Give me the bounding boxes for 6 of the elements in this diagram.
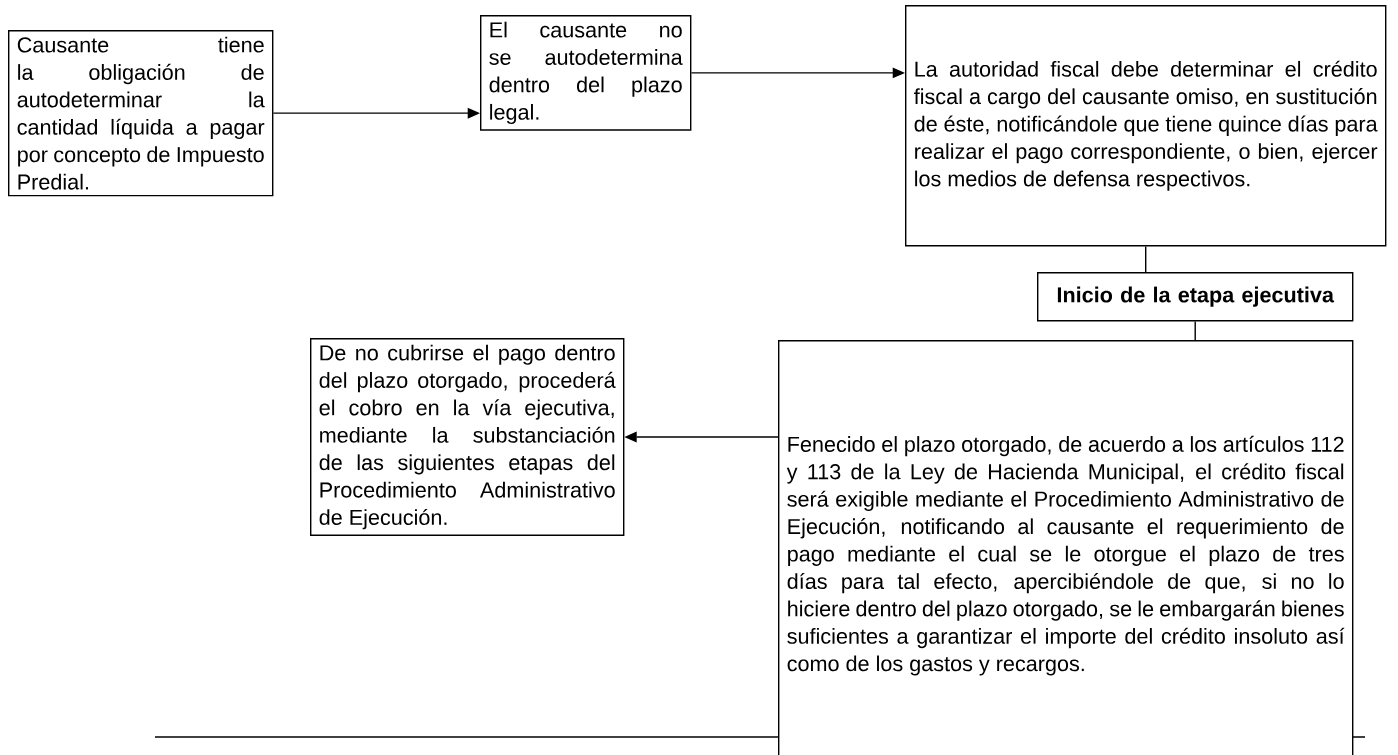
process-box: El causante no se autodetermina dentro del plazo legal.: [480, 15, 692, 131]
process-box: La autoridad fiscal debe determinar el crédito fiscal a cargo del causante omiso, en sustitución de éste, notificándole que tiene quince días para realizar el pago correspondiente, o bien, ejercer los medios de defensa respectivos.: [905, 5, 1387, 247]
process-box: De no cubrirse el pago dentro del plazo otorgado, procederá el cobro en la vía ejecutiva, mediante la substanciación de las siguientes etapas del Procedimiento Administrativo de Ejecución.: [310, 338, 625, 537]
process-box: Fenecido el plazo otorgado, de acuerdo a los artículos 112 y 113 de la Ley de Hacienda Municipal, el crédito fiscal será exigible mediante el Procedimiento Administrativo de Ejecución, notificando al causante el requerimiento de pago mediante el cual se le otorgue el plazo de tres días para tal efecto, apercibiéndole de que, si no lo hiciere dentro del plazo otorgado, se le embargarán bienes suficientes a garantizar el importe del crédito insoluto así como de los gastos y recargos.: [778, 340, 1354, 755]
process-box: Inicio de la etapa ejecutiva: [1037, 272, 1354, 322]
process-box: Causante tiene la obligación de autodeterminar la cantidad líquida a pagar por concepto de Impuesto Predial.: [8, 30, 274, 197]
